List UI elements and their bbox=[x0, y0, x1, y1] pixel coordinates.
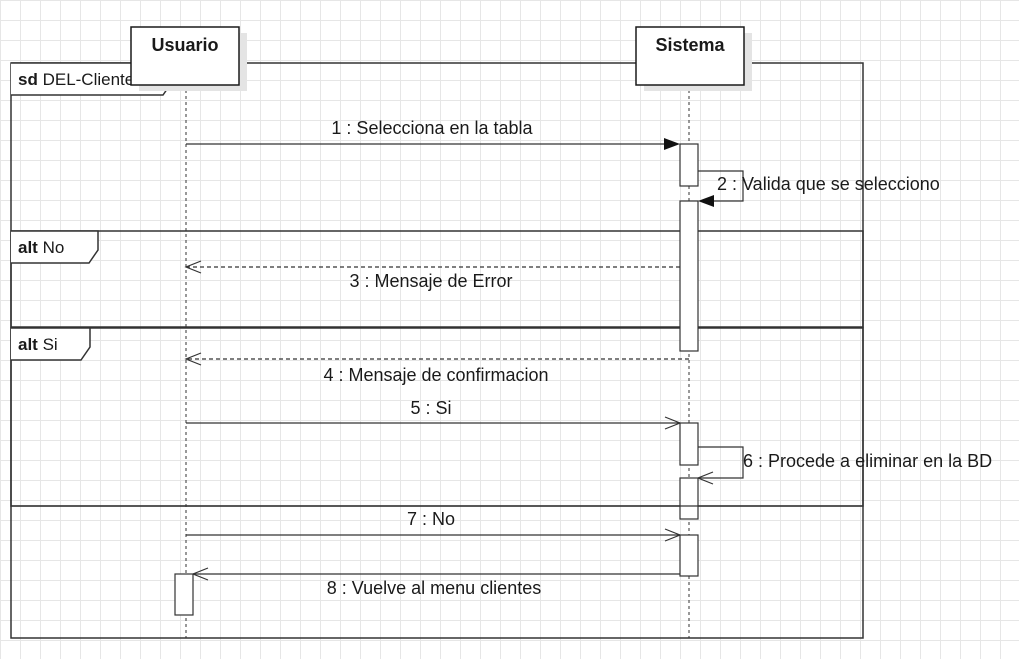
activation-bar bbox=[174, 573, 194, 616]
message-label: 1 : Selecciona en la tabla bbox=[331, 118, 533, 138]
lifeline-sistema-head[interactable] bbox=[635, 26, 745, 86]
message-label: 7 : No bbox=[407, 509, 455, 529]
alt-fragment-si-tab bbox=[11, 327, 91, 361]
sd-frame bbox=[10, 62, 864, 639]
activation-bar bbox=[679, 200, 699, 352]
message-label: 6 : Procede a eliminar en la BD bbox=[743, 451, 992, 471]
alt-fragment-no-label: alt No bbox=[18, 238, 64, 257]
alt-fragment-si-label: alt Si bbox=[18, 335, 58, 354]
lifeline-usuario-head[interactable] bbox=[130, 26, 240, 86]
message-label: 4 : Mensaje de confirmacion bbox=[323, 365, 548, 385]
alt-fragment-no bbox=[10, 230, 864, 328]
activation-bar bbox=[679, 143, 699, 187]
message-label: 8 : Vuelve al menu clientes bbox=[327, 578, 541, 598]
arrowhead-open bbox=[191, 567, 209, 581]
arrowhead-open bbox=[664, 416, 682, 430]
arrowhead-open bbox=[696, 471, 714, 485]
lifeline-usuario-name: Usuario bbox=[151, 35, 218, 55]
arrowhead-open bbox=[184, 260, 202, 274]
lifeline-sistema-name: Sistema bbox=[655, 35, 725, 55]
arrowhead-open bbox=[184, 352, 202, 366]
alt-fragment-no-tab bbox=[11, 230, 99, 264]
message-label: 3 : Mensaje de Error bbox=[349, 271, 512, 291]
message-label: 5 : Si bbox=[410, 398, 451, 418]
arrowhead-open bbox=[664, 528, 682, 542]
self-message-arrow bbox=[698, 446, 744, 479]
activation-bar bbox=[679, 534, 699, 577]
activation-bar bbox=[679, 477, 699, 520]
activation-bar bbox=[679, 422, 699, 466]
self-message-arrow bbox=[698, 170, 744, 202]
sd-frame-label: sd DEL-Clientes bbox=[18, 70, 143, 89]
message-label: 2 : Valida que se selecciono bbox=[717, 174, 940, 194]
arrowhead-filled bbox=[664, 138, 680, 150]
arrowhead-filled bbox=[698, 195, 714, 207]
